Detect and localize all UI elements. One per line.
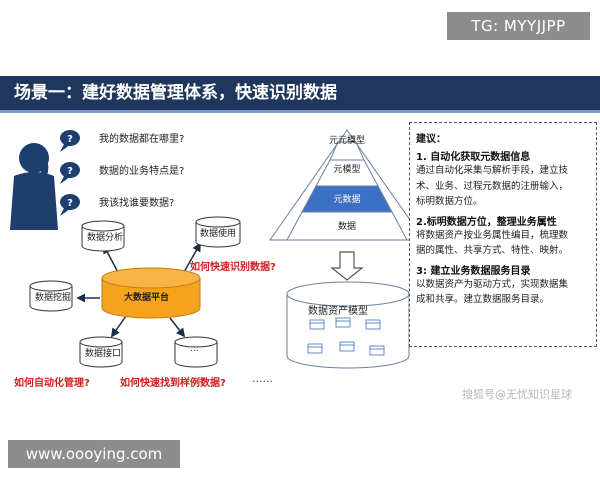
question-1: 我的数据都在哪里? <box>99 134 185 145</box>
advice-section-2-line-1: 将数据资产按业务属性编目，梳理数 <box>416 229 569 241</box>
svg-text:?: ? <box>67 198 73 209</box>
question-2: 数据的业务特点是? <box>99 166 185 177</box>
label-data-interface: 数据接口 <box>85 349 122 359</box>
label-big-data-platform: 大数据平台 <box>124 293 170 303</box>
pyramid-level-meta-meta-model: 元元模型 <box>328 136 365 146</box>
asset-model-table-icons <box>307 317 385 356</box>
advice-section-1-line-2: 术、业务、过程元数据的注册输入， <box>416 180 569 192</box>
advice-heading: 建议： <box>416 134 446 145</box>
label-data-analysis: 数据分析 <box>87 233 124 243</box>
advice-box: 建议： 1. 自动化获取元数据信息 通过自动化采集与解析手段，建立技 术、业务、… <box>409 122 597 347</box>
advice-section-1-line-3: 标明数据方位。 <box>416 196 483 207</box>
question-bubble-icon-3: ? <box>60 194 80 216</box>
cylinder-data-mining <box>29 280 73 312</box>
pyramid-level-meta-model: 元模型 <box>333 165 361 175</box>
label-data-mining: 数据挖掘 <box>35 293 72 303</box>
red-question-identify: 如何快速识别数据? <box>190 262 276 273</box>
advice-section-1-line-1: 通过自动化采集与解析手段，建立技 <box>416 165 569 176</box>
banner-accent-line <box>0 110 600 113</box>
red-question-samples: 如何快速找到样例数据? <box>120 378 226 389</box>
down-arrow-icon <box>330 251 364 281</box>
ellipsis-text: ...... <box>252 372 273 385</box>
advice-section-1-title: 1. 自动化获取元数据信息 <box>416 152 531 163</box>
title-banner <box>0 76 600 110</box>
asset-model-label: 数据资产模型 <box>308 306 368 317</box>
advice-section-3-title: 3: 建立业务数据服务目录 <box>416 265 531 277</box>
advice-section-3-line-2: 成和共享。建立数据服务目录。 <box>416 294 550 305</box>
metadata-pyramid <box>286 141 408 241</box>
red-question-automate: 如何自动化管理? <box>14 378 90 389</box>
svg-text:?: ? <box>67 166 73 177</box>
label-data-usage: 数据使用 <box>200 229 237 239</box>
credit-watermark: 搜狐号@无忧知识星球 <box>462 388 572 401</box>
advice-section-2-title: 2.标明数据方位，整理业务属性 <box>416 216 557 228</box>
watermark-bottom: www.oooying.com <box>8 440 180 468</box>
cylinder-data-analysis <box>81 220 125 252</box>
cylinder-data-usage <box>195 216 241 248</box>
question-bubble-icon-2: ? <box>60 162 80 184</box>
label-more: ... <box>190 344 199 354</box>
cylinder-data-interface <box>79 336 123 368</box>
cylinder-more <box>174 336 218 368</box>
pyramid-outline <box>269 129 425 241</box>
advice-section-3-line-1: 以数据资产为驱动方式，实现数据集 <box>416 278 569 290</box>
question-bubble-icon-1: ? <box>60 130 80 152</box>
page-title: 场景一：建好数据管理体系，快速识别数据 <box>14 83 337 103</box>
advice-section-2-line-2: 据的属性、共享方式、特性、映射。 <box>416 245 569 256</box>
question-3: 我该找谁要数据? <box>99 198 175 209</box>
watermark-top: TG: MYYJJPP <box>447 12 590 40</box>
thinking-person-icon <box>10 143 58 230</box>
svg-text:?: ? <box>67 134 73 145</box>
cylinder-big-data-platform <box>101 267 201 319</box>
pyramid-level-metadata: 元数据 <box>333 195 361 205</box>
pyramid-level-data: 数据 <box>337 222 356 232</box>
